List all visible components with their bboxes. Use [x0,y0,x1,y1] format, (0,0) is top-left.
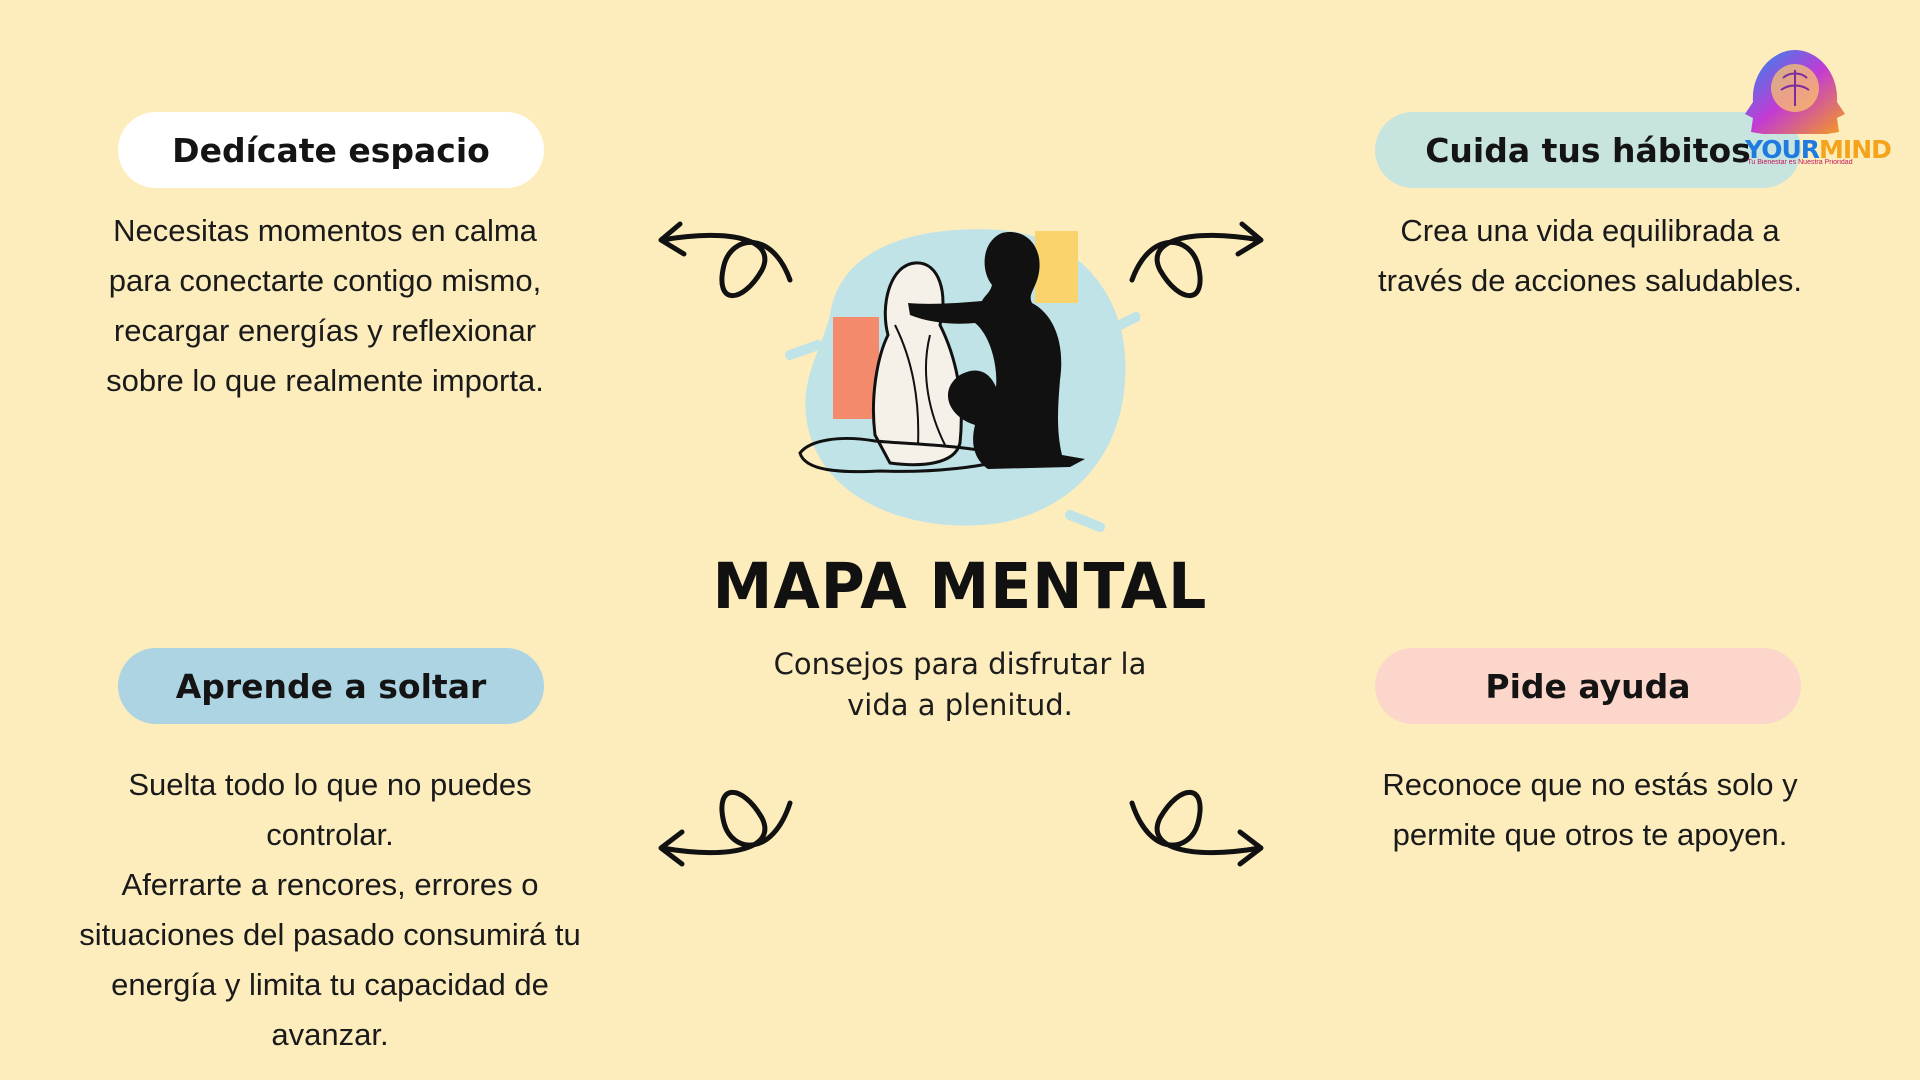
desc-line: situaciones del pasado consumirá tu [79,917,581,952]
node-description-cuida-tus-habitos: Crea una vida equilibrada a través de ac… [1330,206,1850,306]
logo-tagline: Tu Bienestar es Nuestra Prioridad [1747,159,1853,166]
desc-line: Suelta todo lo que no puedes [128,767,532,802]
curly-arrow-icon [658,789,793,867]
node-description-aprende-a-soltar: Suelta todo lo que no puedes controlar. … [50,760,610,1060]
desc-line: permite que otros te apoyen. [1392,817,1788,852]
two-people-comforting-illustration [785,229,1140,532]
desc-line: avanzar. [271,1017,389,1052]
desc-line: Aferrarte a rencores, errores o [121,867,539,902]
logo-brand: YOURMIND [1745,135,1892,164]
desc-line: controlar. [266,817,394,852]
node-heading-pide-ayuda: Pide ayuda [1375,648,1801,724]
node-heading-cuida-tus-habitos: Cuida tus hábitos [1375,112,1801,188]
curly-arrow-icon [1129,789,1264,867]
desc-line: Reconoce que no estás solo y [1382,767,1798,802]
logo-brand-part1: YOUR [1745,135,1820,164]
desc-line: través de acciones saludables. [1378,263,1802,298]
desc-line: recargar energías y reflexionar [113,313,537,348]
curly-arrow-icon [1129,221,1264,299]
node-description-dedicate-espacio: Necesitas momentos en calma para conecta… [60,206,590,406]
page-title: MAPA MENTAL [712,550,1208,624]
desc-line: para conectarte contigo mismo, [108,263,542,298]
node-heading-aprende-a-soltar: Aprende a soltar [118,648,544,724]
page-subtitle: Consejos para disfrutar la vida a plenit… [700,644,1220,726]
curly-arrow-icon [658,221,793,299]
logo-brand-part2: MIND [1819,135,1892,164]
node-heading-dedicate-espacio: Dedícate espacio [118,112,544,188]
desc-line: Necesitas momentos en calma [113,213,537,248]
node-description-pide-ayuda: Reconoce que no estás solo y permite que… [1330,760,1850,860]
head-brain-icon [1745,50,1845,134]
desc-line: energía y limita tu capacidad de [111,967,549,1002]
subtitle-line: vida a plenitud. [847,688,1073,722]
desc-line: sobre lo que realmente importa. [106,363,544,398]
subtitle-line: Consejos para disfrutar la [773,647,1147,681]
desc-line: Crea una vida equilibrada a [1400,213,1780,248]
